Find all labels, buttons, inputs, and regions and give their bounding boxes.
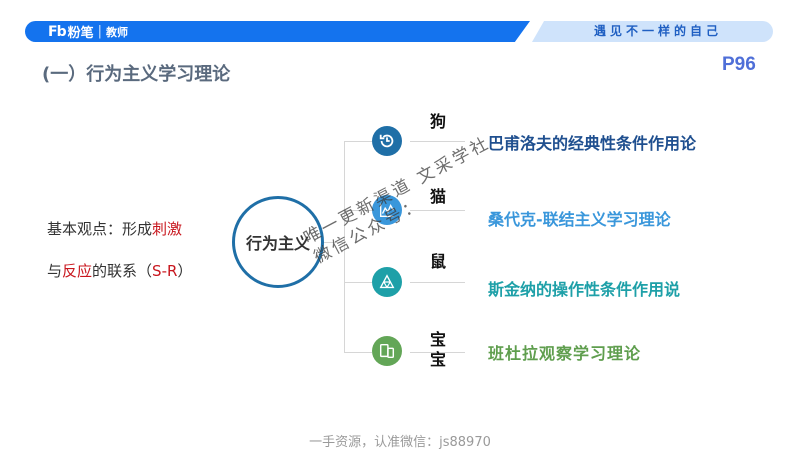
text: 的联系（: [92, 262, 153, 280]
connector: [410, 352, 465, 353]
connector: [324, 242, 344, 243]
logo-divider: |: [97, 24, 102, 39]
connector: [344, 210, 372, 211]
logo-sub: 教师: [106, 25, 128, 39]
theory-bandura: 班杜拉观察学习理论: [488, 344, 642, 363]
devices-icon: [372, 336, 402, 366]
connector: [344, 352, 372, 353]
slogan: 遇见不一样的自己: [593, 24, 722, 38]
line-chart-icon: [372, 195, 402, 225]
tree-trunk: [344, 142, 345, 352]
watermark: 唯一更新渠道 文采学社 微信公众号：: [300, 132, 505, 269]
text: ）: [177, 262, 193, 280]
header-banner: [25, 21, 530, 42]
center-node: 行为主义: [232, 196, 324, 288]
animal-dog: 狗: [430, 112, 447, 131]
highlight-response: 反应: [62, 262, 93, 280]
connector: [410, 141, 465, 142]
triangle-pyramid-icon: [372, 267, 402, 297]
basic-view-line-1: 基本观点：形成刺激: [47, 218, 182, 239]
theory-pavlov: 巴甫洛夫的经典性条件作用论: [488, 134, 697, 153]
slogan-banner: [532, 21, 773, 42]
text: 与: [47, 262, 63, 280]
text: 基本观点：形成: [47, 220, 153, 238]
logo-brand: 粉笔: [67, 26, 94, 41]
connector: [410, 282, 465, 283]
connector: [344, 141, 372, 142]
connector: [344, 282, 372, 283]
animal-mouse: 鼠: [430, 252, 447, 271]
highlight-stimulus: 刺激: [152, 220, 183, 238]
logo-mark: Fb: [48, 23, 67, 40]
page-number: P96: [722, 54, 756, 75]
basic-view-line-2: 与反应的联系（S-R）: [47, 260, 192, 281]
center-label: 行为主义: [245, 234, 310, 253]
footer-text: 一手资源，认准微信：js88970: [309, 435, 491, 450]
sr-label: S-R: [152, 262, 178, 280]
slide-title: (一）行为主义学习理论: [42, 64, 231, 85]
history-clock-icon: [372, 126, 402, 156]
connector: [410, 210, 465, 211]
theory-skinner: 斯金纳的操作性条件作用说: [488, 280, 681, 299]
theory-thorndike: 桑代克-联结主义学习理论: [488, 210, 671, 229]
animal-baby: 宝宝: [430, 330, 447, 369]
animal-cat: 猫: [430, 187, 447, 206]
brand-logo: Fb 粉笔 | 教师: [48, 22, 128, 42]
